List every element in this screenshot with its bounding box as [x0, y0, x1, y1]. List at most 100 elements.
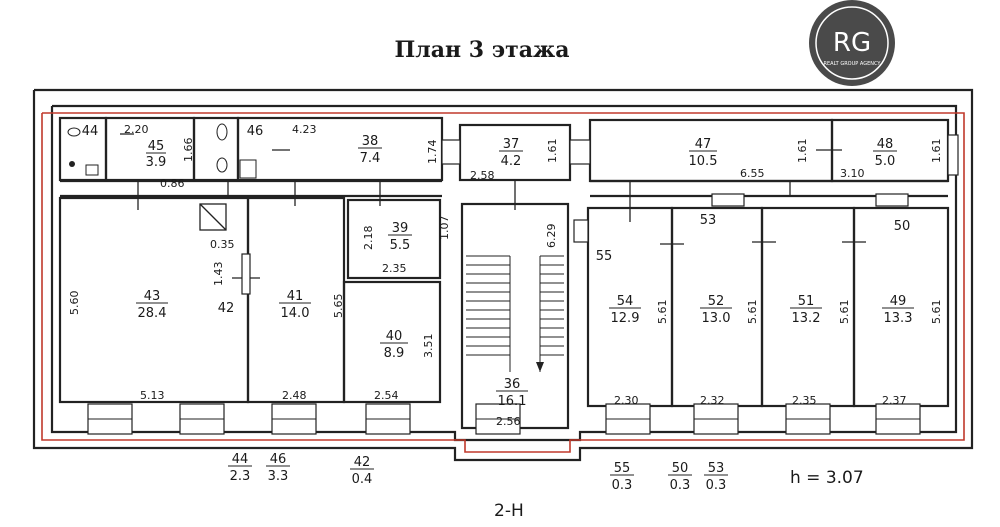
- room-38-area: 7.4: [360, 151, 381, 166]
- dim-5-61-b: 5.61: [746, 300, 759, 325]
- dim-5-61-d: 5.61: [930, 300, 943, 325]
- room-47-area: 10.5: [689, 154, 718, 169]
- summary-item-44: 44 2.3: [228, 452, 252, 484]
- room-39-area: 5.5: [390, 238, 411, 253]
- svg-text:3.3: 3.3: [268, 469, 289, 484]
- label-50: 50: [894, 219, 911, 234]
- room-49-area: 13.3: [884, 311, 913, 326]
- ceiling-height: h = 3.07: [790, 468, 864, 488]
- svg-text:0.3: 0.3: [706, 478, 727, 493]
- svg-text:50: 50: [672, 461, 689, 476]
- dim-2-35-a: 2.35: [382, 262, 407, 275]
- dim-4-23: 4.23: [292, 123, 317, 136]
- dim-5-61-c: 5.61: [838, 300, 851, 325]
- svg-text:42: 42: [354, 455, 371, 470]
- dim-5-60: 5.60: [68, 291, 81, 316]
- room-48-area: 5.0: [875, 154, 896, 169]
- room-labels: 44 45 3.9 46 38 7.4 37 4.2 47 10.5 48 5.…: [82, 124, 914, 409]
- page-title: План 3 этажа: [394, 37, 569, 63]
- dim-2-20: 2.20: [124, 123, 149, 136]
- dim-3-51: 3.51: [422, 334, 435, 359]
- room-43-number: 43: [144, 289, 161, 304]
- label-55: 55: [596, 249, 613, 264]
- top-rooms: [58, 116, 959, 183]
- logo-text: RG: [833, 28, 871, 58]
- dim-0-86: 0.86: [160, 177, 185, 190]
- dim-1-61-a: 1.61: [546, 139, 559, 164]
- dim-1-66: 1.66: [182, 138, 195, 163]
- dim-2-35-b: 2.35: [792, 394, 817, 407]
- logo-subtext: REALT GROUP AGENCY: [824, 61, 882, 67]
- toilet-fixtures: [67, 123, 257, 179]
- label-42: 42: [218, 301, 235, 316]
- room-47-number: 47: [695, 137, 712, 152]
- company-logo: RG REALT GROUP AGENCY: [809, 0, 895, 86]
- dim-2-58: 2.58: [470, 169, 495, 182]
- summary-item-42: 42 0.4: [350, 455, 374, 487]
- room-45-area: 3.9: [146, 155, 167, 170]
- room-49-number: 49: [890, 294, 907, 309]
- svg-text:2.3: 2.3: [230, 469, 251, 484]
- dim-1-74: 1.74: [426, 140, 439, 165]
- dim-2-56: 2.56: [496, 415, 521, 428]
- dim-0-35: 0.35: [210, 238, 235, 251]
- dim-5-13: 5.13: [140, 389, 165, 402]
- room-52-area: 13.0: [702, 311, 731, 326]
- room-45-number: 45: [148, 139, 165, 154]
- dim-1-61-c: 1.61: [930, 139, 943, 164]
- stair-steps: [466, 255, 564, 356]
- room-54-number: 54: [617, 294, 634, 309]
- room-37-area: 4.2: [501, 154, 522, 169]
- room-37-number: 37: [503, 137, 520, 152]
- room-43-area: 28.4: [138, 306, 167, 321]
- room-36-number: 36: [504, 377, 521, 392]
- room-38-number: 38: [362, 134, 379, 149]
- dimension-labels: 2.20 1.66 0.86 4.23 1.74 2.58 1.61 1.61 …: [68, 123, 943, 428]
- dim-1-43: 1.43: [212, 262, 225, 287]
- dim-2-37: 2.37: [882, 394, 907, 407]
- svg-text:53: 53: [708, 461, 725, 476]
- balcony-summary: 44 2.3 46 3.3 42 0.4 55 0.3 50 0.3 53 0.…: [228, 452, 728, 493]
- room-44-number: 44: [82, 124, 99, 139]
- summary-item-46: 46 3.3: [266, 452, 290, 484]
- room-39-number: 39: [392, 221, 409, 236]
- dim-1-61-b: 1.61: [796, 139, 809, 164]
- svg-text:46: 46: [270, 452, 287, 467]
- room-51-area: 13.2: [792, 311, 821, 326]
- svg-text:0.3: 0.3: [670, 478, 691, 493]
- svg-text:44: 44: [232, 452, 249, 467]
- label-53: 53: [700, 213, 717, 228]
- bottom-windows: [87, 403, 921, 435]
- dim-6-29: 6.29: [545, 224, 558, 249]
- summary-item-53: 53 0.3: [704, 461, 728, 493]
- room-46-number: 46: [247, 124, 264, 139]
- room-51-number: 51: [798, 294, 815, 309]
- dim-2-48: 2.48: [282, 389, 307, 402]
- room-40-number: 40: [386, 329, 403, 344]
- room-41-number: 41: [287, 289, 304, 304]
- svg-text:0.4: 0.4: [352, 472, 373, 487]
- room-54-area: 12.9: [611, 311, 640, 326]
- dim-5-65: 5.65: [332, 294, 345, 319]
- bottom-left-rooms: [58, 196, 442, 404]
- dim-3-10: 3.10: [840, 167, 865, 180]
- dim-2-32: 2.32: [700, 394, 725, 407]
- summary-item-50: 50 0.3: [668, 461, 692, 493]
- room-36-area: 16.1: [498, 394, 527, 409]
- doors: [120, 133, 866, 295]
- room-52-number: 52: [708, 294, 725, 309]
- room-41-area: 14.0: [281, 306, 310, 321]
- corridor-walls: [60, 179, 948, 198]
- room-40-area: 8.9: [384, 346, 405, 361]
- axis-label: 2-Н: [494, 501, 524, 521]
- svg-text:0.3: 0.3: [612, 478, 633, 493]
- dim-6-55: 6.55: [740, 167, 765, 180]
- room-48-number: 48: [877, 137, 894, 152]
- dim-2-18: 2.18: [362, 226, 375, 251]
- dim-2-30: 2.30: [614, 394, 639, 407]
- property-boundary: [41, 112, 965, 453]
- dim-5-61-a: 5.61: [656, 300, 669, 325]
- summary-item-55: 55 0.3: [610, 461, 634, 493]
- dim-2-54: 2.54: [374, 389, 399, 402]
